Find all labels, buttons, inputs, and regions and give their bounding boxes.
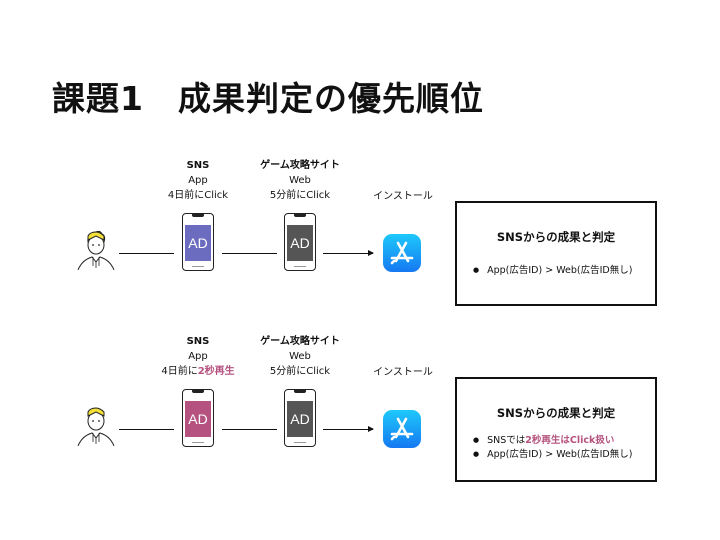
web-ad: AD (287, 225, 313, 261)
web-ad: AD (287, 401, 313, 437)
install-label: インストール (373, 367, 433, 378)
phone-notch (294, 214, 306, 217)
install-label: インストール (373, 191, 433, 202)
phone-home-bar (294, 441, 306, 443)
sns-name: SNS (186, 160, 210, 171)
result-box: SNSからの成果と判定 App(広告ID) > Web(広告ID無し) (455, 201, 657, 306)
user-icon (77, 230, 115, 271)
result-bullet: App(広告ID) > Web(広告ID無し) (473, 448, 632, 462)
result-bullet: App(広告ID) > Web(広告ID無し) (473, 264, 632, 278)
sns-label: SNS App 4日前にClick (143, 158, 253, 203)
sns-label: SNS App 4日前に2秒再生 (143, 334, 253, 379)
connector-line (222, 253, 277, 254)
web-name: ゲーム攻略サイト (260, 160, 340, 171)
web-label: ゲーム攻略サイト Web 5分前にClick (245, 158, 355, 203)
sns-ad: AD (185, 401, 211, 437)
phone-home-bar (294, 265, 306, 267)
connector-line (222, 429, 277, 430)
page-title: 課題1 成果判定の優先順位 (52, 79, 484, 118)
connector-line (119, 429, 174, 430)
phone-home-bar (192, 441, 204, 443)
connector-line (119, 253, 174, 254)
user-icon (77, 407, 115, 447)
bullet-text: App(広告ID) > Web(広告ID無し) (487, 265, 633, 276)
web-timing: 5分前にClick (269, 190, 331, 201)
arrow (323, 426, 374, 432)
phone-notch (192, 390, 204, 393)
result-list: App(広告ID) > Web(広告ID無し) (473, 264, 632, 278)
web-timing: 5分前にClick (269, 366, 331, 377)
sns-type: App (188, 175, 208, 186)
result-box: SNSからの成果と判定 SNSでは2秒再生はClick扱い App(広告ID) … (455, 377, 657, 482)
sns-timing-action: Click (204, 190, 229, 201)
sns-name: SNS (186, 336, 210, 347)
sns-phone: AD (182, 213, 214, 271)
phone-notch (192, 214, 204, 217)
result-title: SNSからの成果と判定 (496, 406, 616, 420)
app-store-icon (383, 410, 421, 448)
sns-timing-prefix: 4日前に (161, 366, 198, 377)
sns-timing: 4日前に2秒再生 (143, 364, 253, 379)
web-name: ゲーム攻略サイト (260, 336, 340, 347)
sns-timing: 4日前にClick (143, 188, 253, 203)
sns-timing-action: 2秒再生 (197, 366, 235, 377)
app-store-icon (383, 234, 421, 272)
web-phone: AD (284, 213, 316, 271)
sns-type: App (188, 351, 208, 362)
sns-ad: AD (185, 225, 211, 261)
bullet-text: SNSでは (487, 435, 526, 446)
result-list: SNSでは2秒再生はClick扱い App(広告ID) > Web(広告ID無し… (473, 434, 632, 462)
web-phone: AD (284, 389, 316, 447)
result-bullet: SNSでは2秒再生はClick扱い (473, 434, 632, 448)
bullet-highlight: 2秒再生はClick扱い (525, 435, 615, 446)
web-type: Web (289, 175, 311, 186)
phone-notch (294, 390, 306, 393)
web-type: Web (289, 351, 311, 362)
sns-phone: AD (182, 389, 214, 447)
bullet-text: App(広告ID) > Web(広告ID無し) (487, 449, 633, 460)
sns-timing-prefix: 4日前に (167, 190, 205, 201)
result-title: SNSからの成果と判定 (496, 230, 616, 244)
web-label: ゲーム攻略サイト Web 5分前にClick (245, 334, 355, 379)
phone-home-bar (192, 265, 204, 267)
arrow (323, 250, 374, 256)
